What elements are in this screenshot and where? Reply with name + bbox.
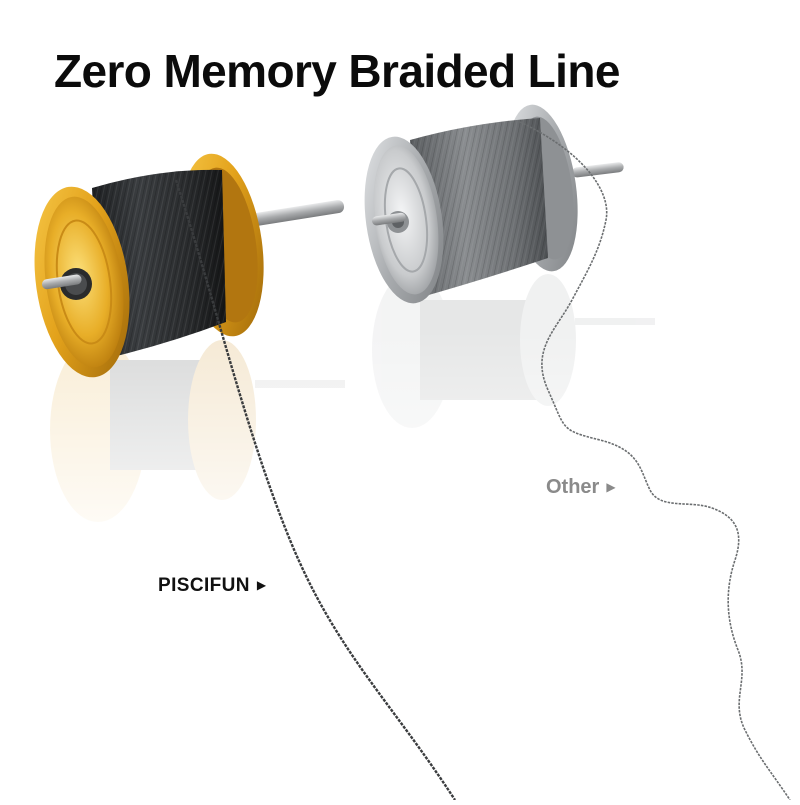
piscifun-line xyxy=(174,179,457,801)
other-line xyxy=(519,121,791,801)
other-label-text: Other xyxy=(546,476,600,498)
piscifun-label: PISCIFUN ▶ xyxy=(158,575,267,597)
play-arrow-icon: ▶ xyxy=(256,578,267,592)
play-arrow-icon: ▶ xyxy=(606,480,616,494)
piscifun-label-text: PISCIFUN xyxy=(158,575,250,596)
page-title: Zero Memory Braided Line xyxy=(54,45,620,97)
piscifun-spool xyxy=(34,153,345,378)
other-label: Other ▶ xyxy=(546,476,616,499)
other-spool xyxy=(364,104,624,304)
